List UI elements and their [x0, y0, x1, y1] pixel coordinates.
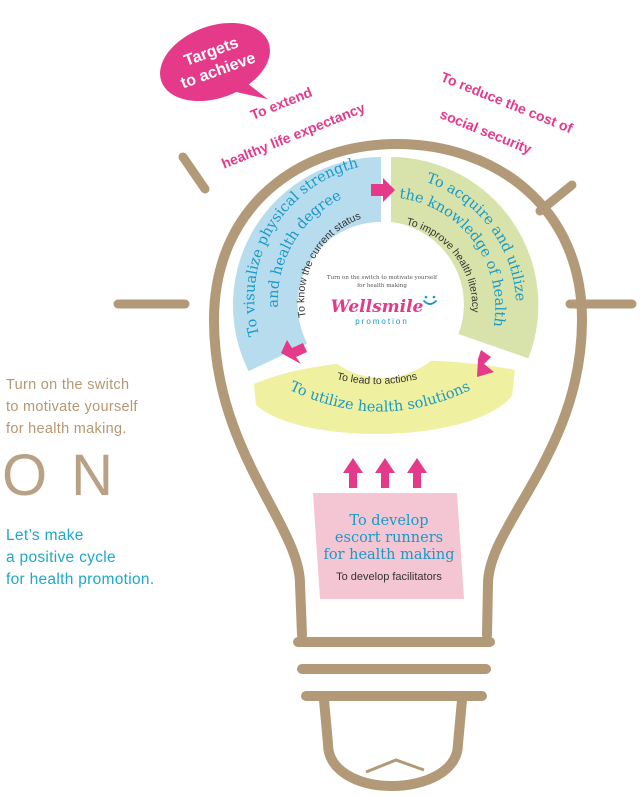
side-intro-text: Turn on the switch to motivate yourself … [6, 374, 206, 440]
badge-tail [235, 83, 268, 100]
segment-acquire [391, 157, 539, 359]
logo-sub: promotion [355, 317, 409, 326]
develop-line1: To develop [349, 513, 428, 529]
target-left-line1: To extend [248, 84, 314, 123]
arrow-up-left-icon [281, 340, 307, 364]
smile-icon [423, 300, 437, 305]
side-cycle-line2: a positive cycle [6, 549, 116, 566]
up-arrows [343, 458, 427, 488]
side-intro-line2: to motivate yourself [6, 399, 138, 415]
develop-line2: escort runners [335, 530, 443, 546]
smile-eye-icon [424, 295, 428, 299]
bulb-base [293, 637, 495, 701]
side-intro-line1: Turn on the switch [6, 377, 130, 393]
center-tagline-line2: for health making [357, 283, 407, 289]
side-cycle-line3: for health promotion. [6, 571, 155, 588]
on-heading: ON [2, 443, 137, 508]
segment-visualize [232, 157, 381, 372]
develop-sub: To develop facilitators [336, 571, 442, 583]
develop-line3: for health making [323, 547, 454, 563]
bulb-filament [365, 758, 425, 774]
segment-utilize [254, 360, 515, 434]
side-cycle-line1: Let’s make [6, 527, 84, 544]
arrow-up-icon [407, 458, 427, 488]
bulb-cap [319, 695, 467, 791]
targets-badge: Targets to achieve [160, 22, 270, 102]
bulb-outline [209, 139, 587, 640]
utilize-sub: To lead to actions [336, 370, 418, 387]
arrow-up-icon [375, 458, 395, 488]
center-tagline-line1: Turn on the switch to motivate yourself [327, 275, 438, 281]
wellsmile-logo: Wellsmile [331, 297, 424, 317]
develop-box [313, 493, 464, 599]
side-intro-line3: for health making. [6, 421, 127, 437]
side-cycle-text: Let’s make a positive cycle for health p… [6, 525, 246, 591]
arrow-down-icon [477, 350, 494, 377]
center-circle [304, 222, 460, 378]
badge-bubble [160, 22, 270, 102]
arrow-right-icon [371, 178, 395, 202]
arrow-up-icon [343, 458, 363, 488]
smile-eye-icon [432, 295, 436, 299]
